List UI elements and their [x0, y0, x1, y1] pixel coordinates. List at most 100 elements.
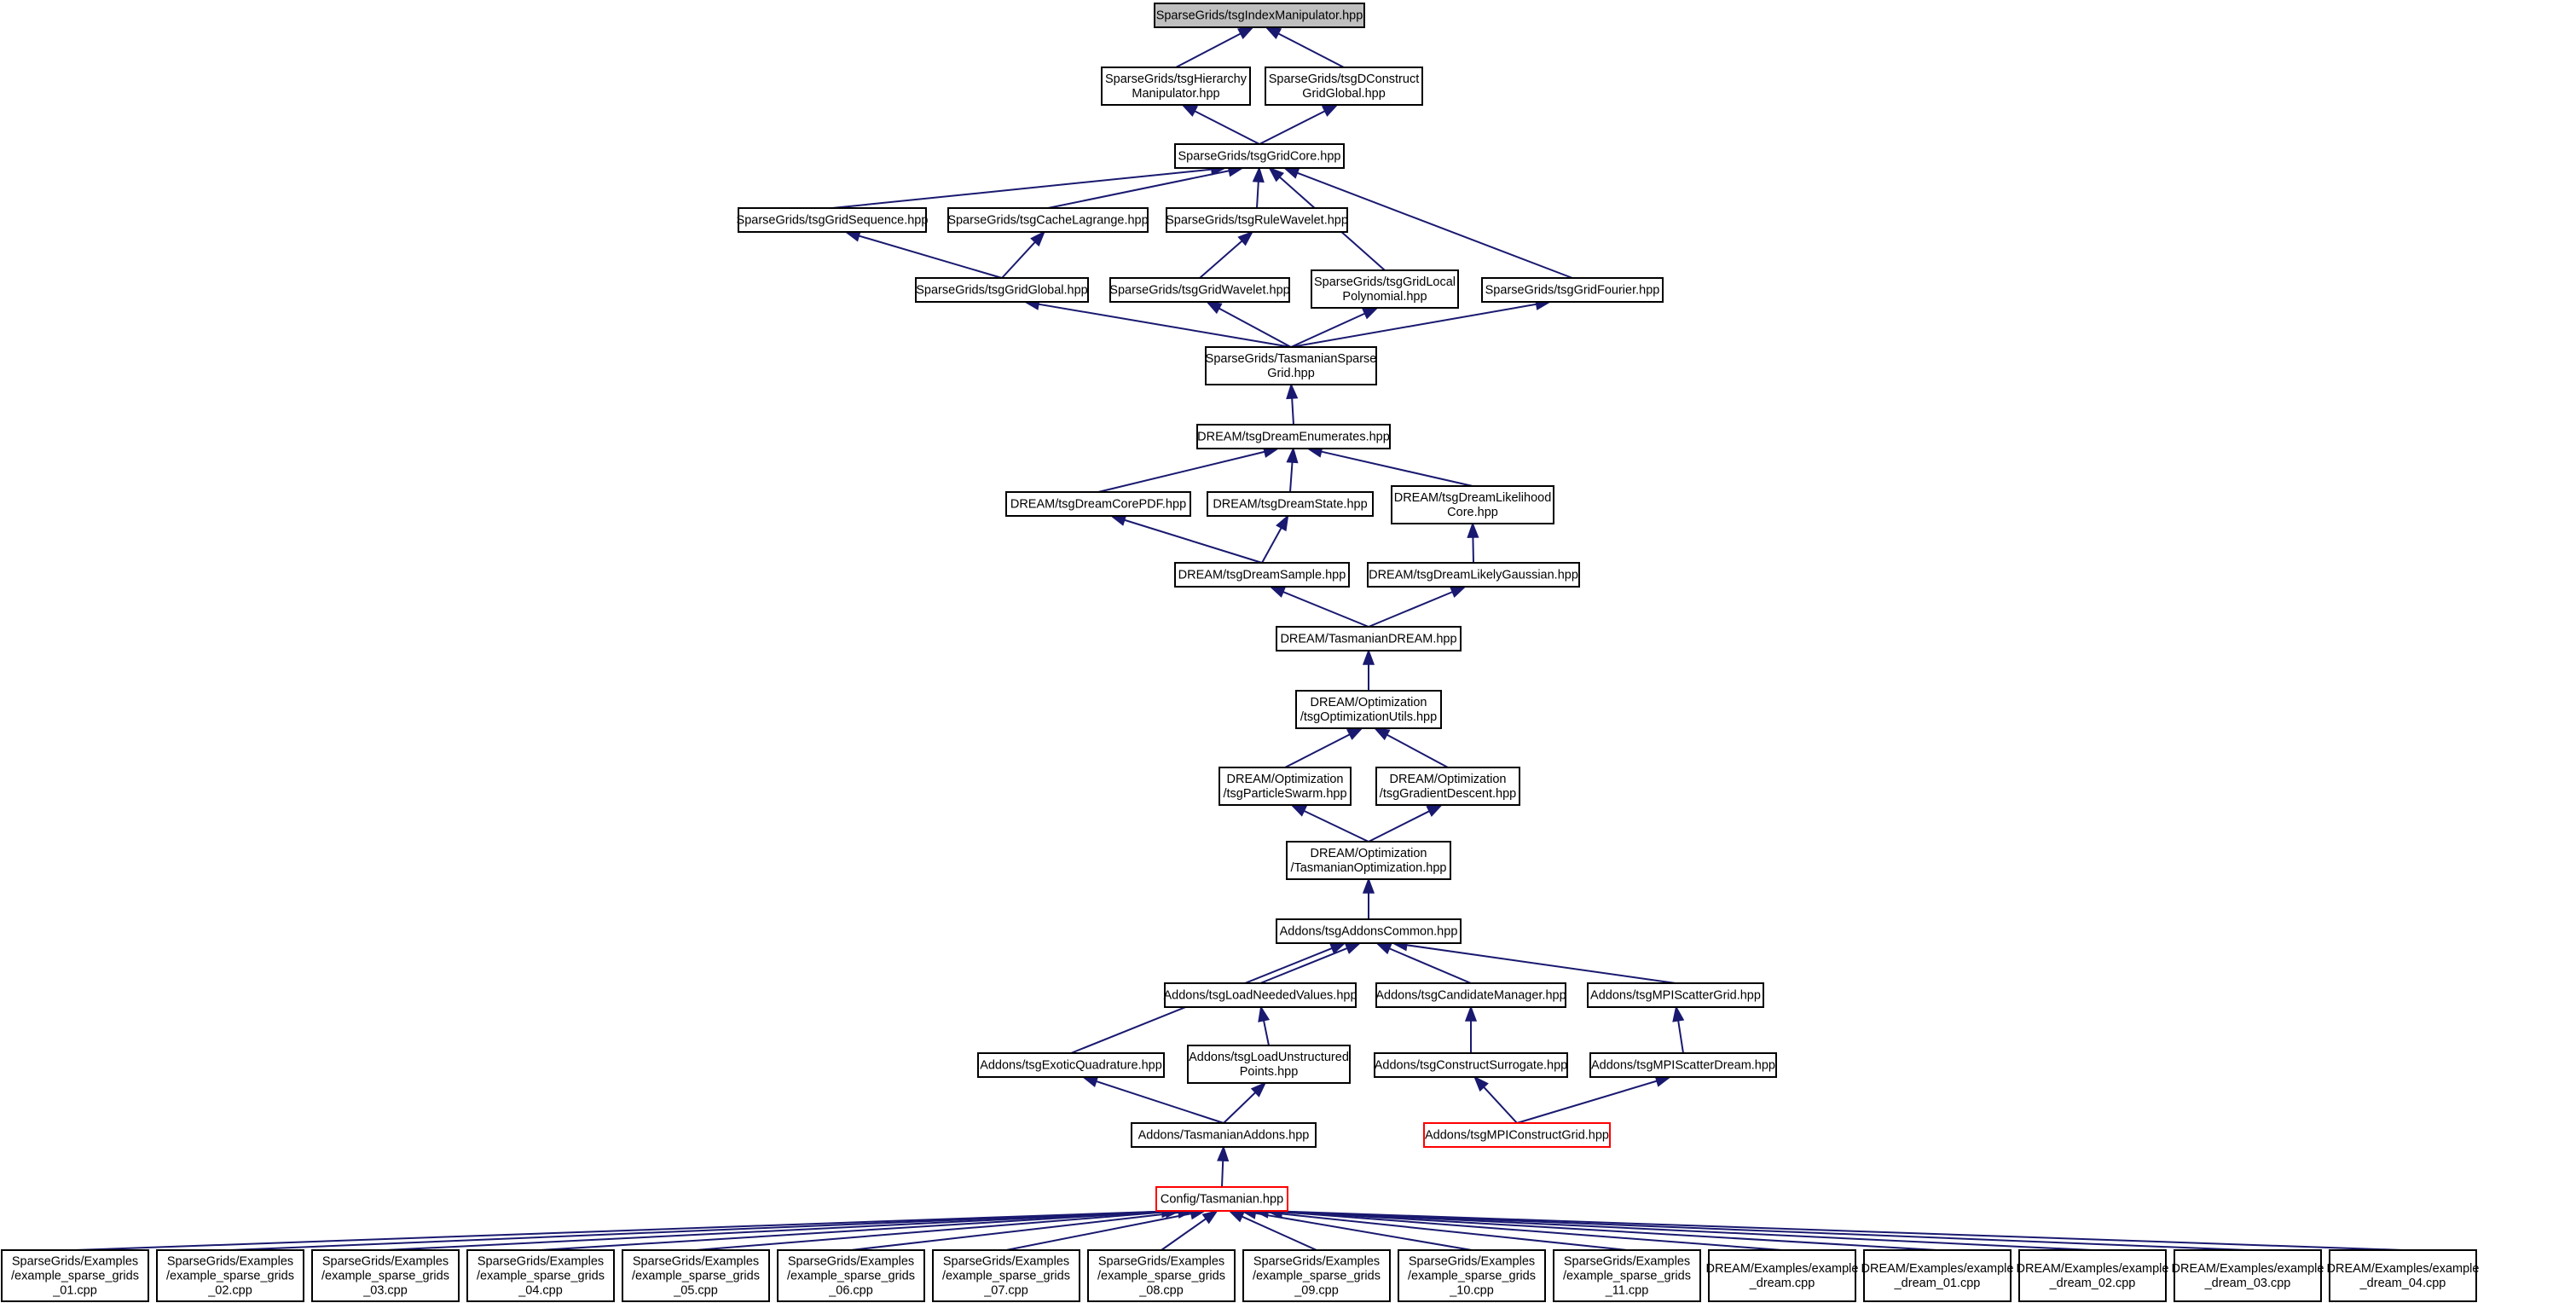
file-node-tasmanian[interactable]: Config/Tasmanian.hpp	[1155, 1186, 1288, 1212]
file-node-box[interactable]	[311, 1249, 460, 1302]
file-node-box[interactable]	[1265, 67, 1423, 106]
file-node-box[interactable]	[1553, 1249, 1701, 1302]
file-node-dream01[interactable]: DREAM/Examples/example_dream_01.cpp	[1861, 1249, 2014, 1302]
file-node-gwave[interactable]: SparseGrids/tsgGridWavelet.hpp	[1109, 277, 1290, 303]
file-node-dream04[interactable]: DREAM/Examples/example_dream_04.cpp	[2327, 1249, 2480, 1302]
file-node-dream[interactable]: DREAM/Examples/example_dream.cpp	[1706, 1249, 1859, 1302]
file-node-box[interactable]	[932, 1249, 1080, 1302]
file-node-mpiconstruct[interactable]: Addons/tsgMPIConstructGrid.hpp	[1423, 1122, 1611, 1148]
file-node-box[interactable]	[1174, 143, 1345, 169]
file-node-box[interactable]	[1708, 1249, 1856, 1302]
file-node-optutils[interactable]: DREAM/Optimization/tsgOptimizationUtils.…	[1295, 690, 1442, 729]
file-node-box[interactable]	[1286, 841, 1451, 880]
file-node-tdream[interactable]: DREAM/TasmanianDREAM.hpp	[1276, 626, 1462, 652]
file-node-dream03[interactable]: DREAM/Examples/example_dream_03.cpp	[2172, 1249, 2324, 1302]
file-node-box[interactable]	[1481, 277, 1664, 303]
file-node-box[interactable]	[1242, 1249, 1391, 1302]
file-node-box[interactable]	[466, 1249, 615, 1302]
file-node-box[interactable]	[1367, 562, 1580, 588]
file-node-seq[interactable]: SparseGrids/tsgGridSequence.hpp	[737, 207, 929, 233]
file-node-box[interactable]	[1295, 690, 1442, 729]
file-node-taddons[interactable]: Addons/TasmanianAddons.hpp	[1131, 1122, 1317, 1148]
file-node-gradient[interactable]: DREAM/Optimization/tsgGradientDescent.hp…	[1375, 767, 1520, 806]
file-node-box[interactable]	[1101, 67, 1251, 106]
file-node-box[interactable]	[1155, 1186, 1288, 1212]
file-node-box[interactable]	[1187, 1045, 1351, 1084]
file-node-box[interactable]	[2174, 1249, 2322, 1302]
file-node-box[interactable]	[1196, 424, 1391, 449]
file-node-ex04[interactable]: SparseGrids/Examples/example_sparse_grid…	[466, 1249, 615, 1302]
file-node-box[interactable]	[1276, 918, 1462, 944]
file-node-box[interactable]	[1, 1249, 149, 1302]
file-node-corepdf[interactable]: DREAM/tsgDreamCorePDF.hpp	[1005, 491, 1191, 517]
file-node-box[interactable]	[1863, 1249, 2012, 1302]
file-node-box[interactable]	[1587, 982, 1764, 1008]
file-node-box[interactable]	[1207, 491, 1374, 517]
file-node-box[interactable]	[1311, 269, 1459, 309]
file-node-enum[interactable]: DREAM/tsgDreamEnumerates.hpp	[1196, 424, 1391, 449]
file-node-ex05[interactable]: SparseGrids/Examples/example_sparse_grid…	[622, 1249, 770, 1302]
file-node-ex10[interactable]: SparseGrids/Examples/example_sparse_grid…	[1398, 1249, 1546, 1302]
file-node-ex02[interactable]: SparseGrids/Examples/example_sparse_grid…	[156, 1249, 304, 1302]
file-node-box[interactable]	[2329, 1249, 2477, 1302]
file-node-topt[interactable]: DREAM/Optimization/TasmanianOptimization…	[1286, 841, 1451, 880]
file-node-ex03[interactable]: SparseGrids/Examples/example_sparse_grid…	[311, 1249, 460, 1302]
file-node-candidate[interactable]: Addons/tsgCandidateManager.hpp	[1375, 982, 1566, 1008]
file-node-fourier[interactable]: SparseGrids/tsgGridFourier.hpp	[1481, 277, 1664, 303]
file-node-dream02[interactable]: DREAM/Examples/example_dream_02.cpp	[2017, 1249, 2169, 1302]
file-node-box[interactable]	[947, 207, 1149, 233]
file-node-box[interactable]	[1164, 982, 1357, 1008]
file-node-rulew[interactable]: SparseGrids/tsgRuleWavelet.hpp	[1166, 207, 1348, 233]
file-node-box[interactable]	[156, 1249, 304, 1302]
file-node-box[interactable]	[1205, 346, 1377, 385]
file-node-ex09[interactable]: SparseGrids/Examples/example_sparse_grid…	[1242, 1249, 1391, 1302]
file-node-addcommon[interactable]: Addons/tsgAddonsCommon.hpp	[1276, 918, 1462, 944]
file-node-box[interactable]	[777, 1249, 925, 1302]
file-node-box[interactable]	[977, 1052, 1165, 1078]
file-node-state[interactable]: DREAM/tsgDreamState.hpp	[1207, 491, 1374, 517]
file-node-box[interactable]	[738, 207, 927, 233]
file-node-box[interactable]	[2018, 1249, 2167, 1302]
file-node-box[interactable]	[1087, 1249, 1236, 1302]
file-node-ex11[interactable]: SparseGrids/Examples/example_sparse_grid…	[1553, 1249, 1701, 1302]
file-node-box[interactable]	[1375, 767, 1520, 806]
file-node-cache[interactable]: SparseGrids/tsgCacheLagrange.hpp	[947, 207, 1149, 233]
file-node-ex08[interactable]: SparseGrids/Examples/example_sparse_grid…	[1087, 1249, 1236, 1302]
file-node-index[interactable]: SparseGrids/tsgIndexManipulator.hpp	[1154, 3, 1365, 28]
file-node-box[interactable]	[1131, 1122, 1317, 1148]
file-node-box[interactable]	[1423, 1122, 1611, 1148]
file-node-box[interactable]	[1154, 3, 1365, 28]
file-node-box[interactable]	[1374, 1052, 1568, 1078]
file-node-global[interactable]: SparseGrids/tsgGridGlobal.hpp	[915, 277, 1089, 303]
file-node-box[interactable]	[1375, 982, 1566, 1008]
file-node-box[interactable]	[1005, 491, 1191, 517]
file-node-mpidream[interactable]: Addons/tsgMPIScatterDream.hpp	[1589, 1052, 1777, 1078]
file-node-box[interactable]	[1391, 485, 1554, 524]
file-node-ex07[interactable]: SparseGrids/Examples/example_sparse_grid…	[932, 1249, 1080, 1302]
file-node-ex01[interactable]: SparseGrids/Examples/example_sparse_grid…	[1, 1249, 149, 1302]
file-node-box[interactable]	[1109, 277, 1290, 303]
file-node-core[interactable]: SparseGrids/tsgGridCore.hpp	[1174, 143, 1345, 169]
file-node-surrogate[interactable]: Addons/tsgConstructSurrogate.hpp	[1374, 1052, 1568, 1078]
file-node-mpigrid[interactable]: Addons/tsgMPIScatterGrid.hpp	[1587, 982, 1764, 1008]
file-node-box[interactable]	[1589, 1052, 1777, 1078]
file-node-box[interactable]	[1276, 626, 1462, 652]
file-node-loadneeded[interactable]: Addons/tsgLoadNeededValues.hpp	[1163, 982, 1357, 1008]
file-node-likegauss[interactable]: DREAM/tsgDreamLikelyGaussian.hpp	[1367, 562, 1580, 588]
file-node-box[interactable]	[1166, 207, 1348, 233]
file-node-sample[interactable]: DREAM/tsgDreamSample.hpp	[1174, 562, 1350, 588]
file-node-box[interactable]	[622, 1249, 770, 1302]
file-node-exotic[interactable]: Addons/tsgExoticQuadrature.hpp	[977, 1052, 1165, 1078]
file-node-box[interactable]	[1219, 767, 1352, 806]
file-node-swarm[interactable]: DREAM/Optimization/tsgParticleSwarm.hpp	[1219, 767, 1352, 806]
file-node-ex06[interactable]: SparseGrids/Examples/example_sparse_grid…	[777, 1249, 925, 1302]
file-node-box[interactable]	[1398, 1249, 1546, 1302]
file-node-box[interactable]	[1174, 562, 1350, 588]
file-node-box[interactable]	[915, 277, 1089, 303]
